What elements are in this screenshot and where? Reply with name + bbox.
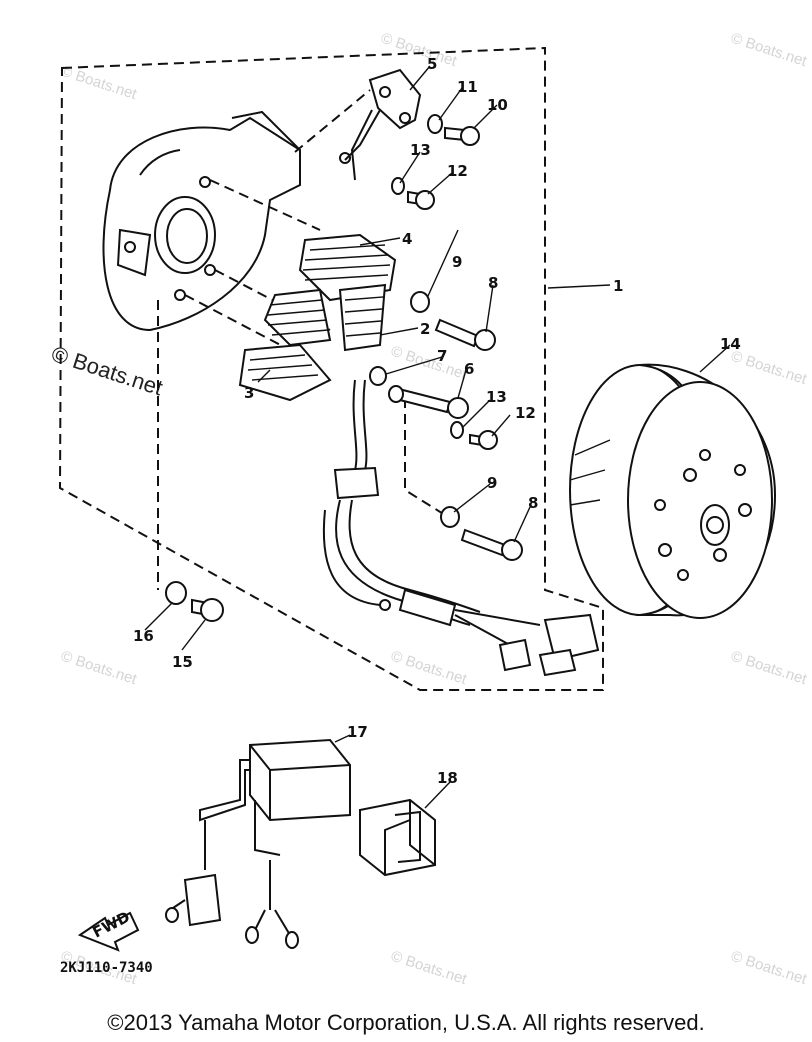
part-code: 2KJ110-7340	[60, 960, 153, 976]
assembly-boundary	[58, 46, 604, 691]
wiring-harness	[322, 379, 600, 677]
watermark: © Boats.net	[389, 343, 470, 384]
alignment-line	[294, 89, 371, 153]
callout-12-upper: 12	[447, 162, 468, 180]
callout-12-lower: 12	[515, 404, 536, 422]
callout-9-upper: 9	[452, 253, 462, 271]
copyright-notice: ©2013 Yamaha Motor Corporation, U.S.A. A…	[107, 1010, 705, 1035]
callout-9-lower: 9	[487, 474, 497, 492]
pickup-coil	[339, 68, 422, 181]
watermark: © Boats.net	[379, 30, 460, 71]
stator-base-plate	[102, 110, 301, 332]
watermark: © Boats.net	[729, 648, 810, 689]
watermark: © Boats.net	[389, 948, 470, 989]
callouts: 1 2 3 4 5 6 7 8 8 9 9 10 11 12 12 13 13 …	[133, 55, 741, 787]
callout-8-lower: 8	[528, 494, 538, 512]
callout-13-lower: 13	[486, 388, 507, 406]
alignment-line	[404, 398, 446, 516]
watermark: © Boats.net	[59, 648, 140, 689]
callout-6: 6	[464, 360, 474, 378]
rubber-holder	[359, 798, 436, 877]
callout-7: 7	[437, 347, 447, 365]
callout-14: 14	[720, 335, 741, 353]
callout-13-upper: 13	[410, 141, 431, 159]
callout-2: 2	[420, 320, 430, 338]
alignment-line	[184, 294, 291, 351]
flywheel-rotor	[569, 363, 777, 619]
watermark: © Boats.net	[59, 63, 140, 104]
stator-coil	[238, 233, 397, 402]
leader-lines	[144, 65, 731, 809]
callout-15: 15	[172, 653, 193, 671]
watermark: © Boats.net	[729, 948, 810, 989]
callout-5: 5	[427, 55, 437, 73]
watermark: © Boats.net	[729, 348, 810, 389]
alignment-line	[209, 179, 321, 231]
watermark: © Boats.net	[729, 30, 810, 71]
leader-line	[547, 284, 611, 289]
watermark: © Boats.net	[389, 648, 470, 689]
callout-10: 10	[487, 96, 508, 114]
callout-8-upper: 8	[488, 274, 498, 292]
parts-diagram: © Boats.net © Boats.net © Boats.net © Bo…	[48, 30, 810, 989]
callout-3: 3	[244, 384, 254, 402]
callout-1: 1	[613, 277, 623, 295]
callout-18: 18	[437, 769, 458, 787]
fwd-arrow-icon: FWD	[77, 908, 140, 952]
callout-17: 17	[347, 723, 368, 741]
cdi-unit	[165, 738, 351, 949]
callout-11: 11	[457, 78, 478, 96]
callout-4: 4	[402, 230, 412, 248]
callout-16: 16	[133, 627, 154, 645]
watermark-prominent: © Boats.net	[48, 341, 165, 400]
